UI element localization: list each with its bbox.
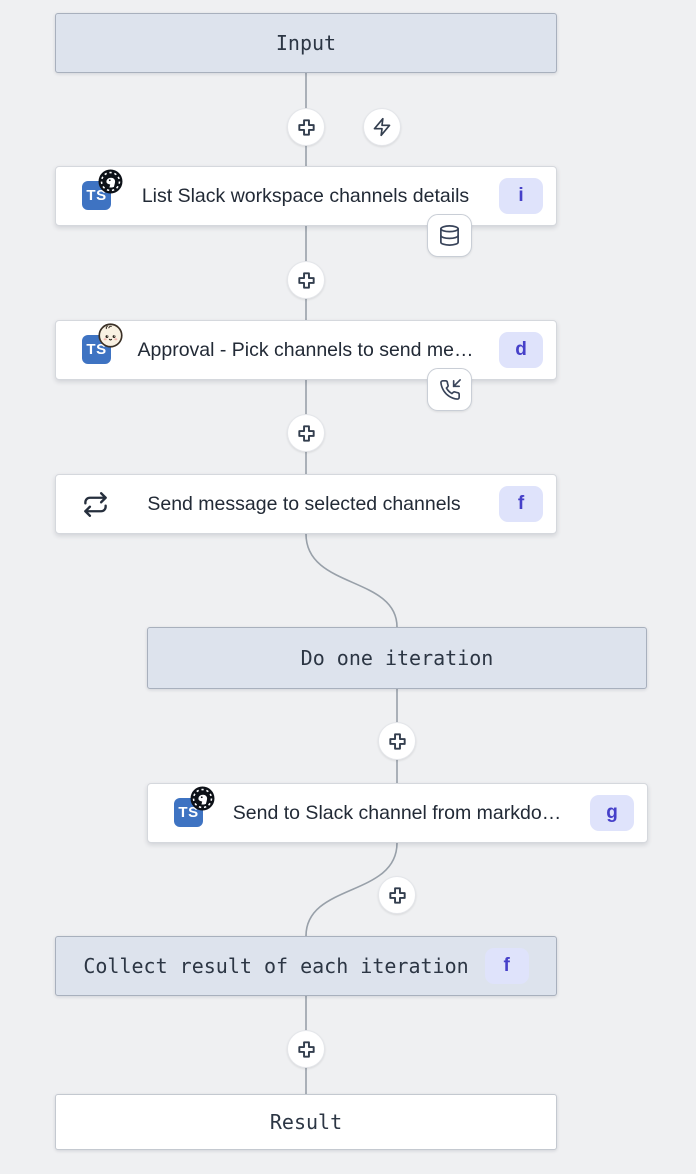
step-id-badge: g <box>590 795 634 831</box>
node-forloop-send-message[interactable]: Send message to selected channels f <box>55 474 557 534</box>
deno-icon <box>190 786 215 811</box>
database-icon <box>440 225 459 246</box>
deno-icon <box>98 169 123 194</box>
plus-icon <box>297 271 315 289</box>
step-title: Send to Slack channel from markdo… <box>232 801 562 824</box>
typescript-ts-icon: TS <box>82 323 123 365</box>
step-title: List Slack workspace channels details <box>141 184 470 207</box>
step-id-badge: d <box>499 332 543 368</box>
ts-logo: TS <box>174 798 203 827</box>
insert-step-button[interactable] <box>287 108 325 146</box>
edge-loop-to-iteration <box>305 533 398 628</box>
insert-step-button[interactable] <box>287 1030 325 1068</box>
collect-result-node[interactable]: Collect result of each iteration f <box>55 936 557 996</box>
edge-send-to-collect <box>305 842 398 937</box>
step-id-badge: i <box>499 178 543 214</box>
step-title: Approval - Pick channels to send me… <box>137 338 474 361</box>
phone-incoming-icon <box>439 378 461 400</box>
input-node[interactable]: Input <box>55 13 557 73</box>
trigger-button[interactable] <box>363 108 401 146</box>
bun-icon <box>98 323 123 348</box>
typescript-ts-icon: TS <box>82 169 123 211</box>
insert-step-button[interactable] <box>287 414 325 452</box>
result-node-label: Result <box>269 1110 343 1134</box>
do-one-iteration-label: Do one iteration <box>300 646 494 670</box>
cache-indicator <box>427 214 472 257</box>
plus-icon <box>297 118 315 136</box>
typescript-ts-icon: TS <box>174 786 215 828</box>
plus-icon <box>388 886 406 904</box>
insert-step-button[interactable] <box>378 722 416 760</box>
step-title: Send message to selected channels <box>147 492 461 515</box>
repeat-icon <box>82 491 109 518</box>
result-node[interactable]: Result <box>55 1094 557 1150</box>
do-one-iteration-node[interactable]: Do one iteration <box>147 627 647 689</box>
step-id-badge: f <box>484 948 529 984</box>
input-node-label: Input <box>275 31 337 55</box>
plus-icon <box>388 732 406 750</box>
collect-result-label: Collect result of each iteration <box>83 954 469 978</box>
node-approval-pick-channels[interactable]: TS Approval - Pick channels to send me… … <box>55 320 557 380</box>
plus-icon <box>297 1040 315 1058</box>
plus-icon <box>297 424 315 442</box>
zap-icon <box>373 117 391 137</box>
step-id-badge: f <box>499 486 543 522</box>
node-list-slack-channels[interactable]: TS List Slack workspace channels details… <box>55 166 557 226</box>
node-send-to-slack-channel[interactable]: TS Send to Slack channel from markdo… g <box>147 783 648 843</box>
suspend-indicator <box>427 368 472 411</box>
insert-step-button[interactable] <box>378 876 416 914</box>
insert-step-button[interactable] <box>287 261 325 299</box>
